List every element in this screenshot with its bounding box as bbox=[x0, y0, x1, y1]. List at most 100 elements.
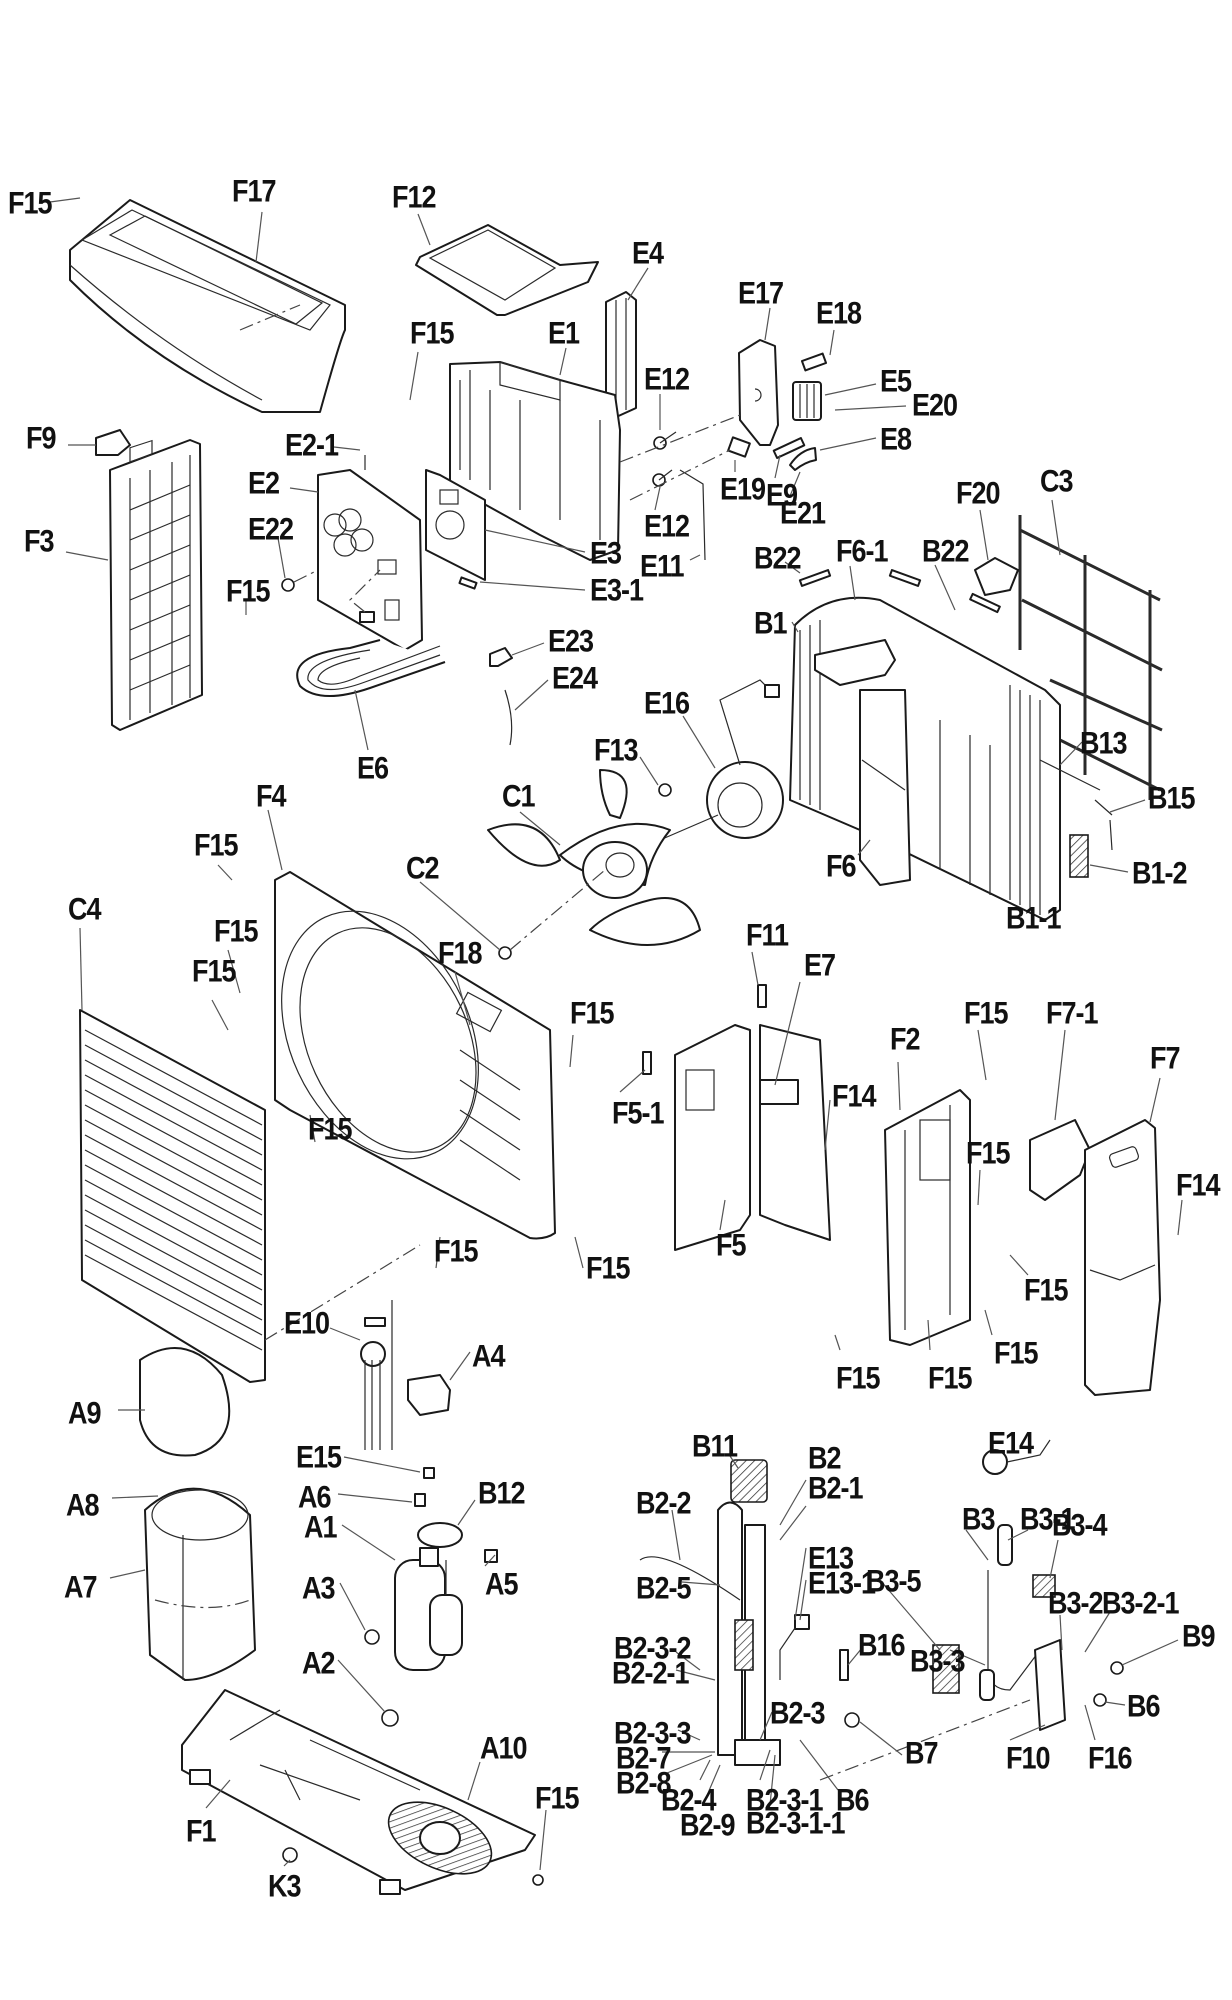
part-label-a6: A6 bbox=[298, 1479, 332, 1515]
part-label-a5: A5 bbox=[485, 1566, 519, 1602]
part-label-f3: F3 bbox=[24, 523, 54, 559]
sub-pcb-part bbox=[425, 469, 486, 581]
four-way-valve-assembly-part bbox=[639, 1459, 810, 1766]
leader-line bbox=[704, 1764, 721, 1801]
leader-line bbox=[277, 537, 286, 579]
leader-line bbox=[435, 1236, 441, 1269]
cap-b12-part bbox=[417, 1522, 463, 1548]
leader-line bbox=[682, 715, 716, 769]
leader-line bbox=[791, 621, 799, 633]
leader-line bbox=[109, 1569, 146, 1579]
part-label-f7: F7 bbox=[1150, 1040, 1180, 1076]
part-label-e14: E14 bbox=[988, 1425, 1034, 1461]
connector-part bbox=[727, 436, 751, 458]
wire-e14-part bbox=[1006, 1439, 1051, 1463]
leader-line bbox=[1089, 864, 1129, 873]
part-label-e5: E5 bbox=[880, 363, 912, 399]
leader-line bbox=[329, 1327, 361, 1341]
leader-line bbox=[217, 864, 233, 881]
part-label-b3: B3 bbox=[962, 1501, 996, 1537]
part-label-f15: F15 bbox=[570, 995, 615, 1031]
valve-cover-part bbox=[1084, 1119, 1161, 1396]
nut-a5-part bbox=[484, 1549, 498, 1563]
leader-line bbox=[824, 1099, 831, 1151]
insulation-b3-5-part bbox=[932, 1644, 960, 1694]
leader-line bbox=[449, 1351, 471, 1381]
part-label-a3: A3 bbox=[302, 1570, 336, 1606]
leader-line bbox=[689, 554, 701, 561]
part-label-e23: E23 bbox=[548, 623, 594, 659]
leader-line bbox=[1059, 1614, 1063, 1651]
leader-line bbox=[619, 1069, 646, 1093]
part-label-a9: A9 bbox=[68, 1395, 102, 1431]
leader-line bbox=[897, 1061, 901, 1111]
leader-line bbox=[977, 1169, 981, 1206]
part-label-f15: F15 bbox=[8, 185, 53, 221]
leader-line bbox=[799, 1579, 807, 1621]
spacer-f5-1-part bbox=[642, 1051, 652, 1075]
part-label-f5: F5 bbox=[716, 1227, 746, 1263]
terminal-cover-a4-part bbox=[407, 1374, 451, 1416]
part-label-b3-1: B3-1 bbox=[1020, 1501, 1076, 1537]
leader-line bbox=[519, 811, 561, 846]
part-label-e13-1: E13-1 bbox=[808, 1565, 876, 1601]
coil-b16-part bbox=[839, 1649, 849, 1681]
leader-line bbox=[205, 1779, 231, 1809]
compressor-part bbox=[394, 1547, 463, 1671]
part-label-b3-3: B3-3 bbox=[910, 1643, 966, 1679]
leader-line bbox=[569, 1034, 574, 1068]
leader-line bbox=[211, 999, 229, 1031]
leader-line bbox=[1049, 1539, 1059, 1579]
wire-b13-part bbox=[1039, 759, 1101, 791]
part-label-b16: B16 bbox=[858, 1627, 906, 1663]
part-label-e2-1: E2-1 bbox=[285, 427, 339, 463]
clip-f9-part bbox=[95, 429, 131, 456]
wire-e24-part bbox=[504, 689, 513, 746]
part-label-e13: E13 bbox=[808, 1540, 854, 1576]
wire-harness-part bbox=[296, 569, 446, 697]
part-label-f18: F18 bbox=[438, 935, 483, 971]
part-label-f15: F15 bbox=[226, 573, 271, 609]
leader-line bbox=[824, 383, 877, 396]
part-label-b2-3-2: B2-3-2 bbox=[614, 1630, 692, 1666]
cable-e11-part bbox=[679, 469, 706, 561]
control-box-part bbox=[449, 361, 621, 561]
part-label-f7-1: F7-1 bbox=[1046, 995, 1099, 1031]
part-label-f15: F15 bbox=[994, 1335, 1039, 1371]
leader-line bbox=[65, 551, 109, 561]
part-label-a10: A10 bbox=[480, 1730, 528, 1766]
nut-b7-part bbox=[844, 1712, 860, 1728]
heatsink-part bbox=[605, 291, 637, 419]
part-label-b13: B13 bbox=[1080, 725, 1128, 761]
leader-line bbox=[764, 307, 771, 341]
part-label-b2-9: B2-9 bbox=[680, 1807, 736, 1843]
screw-f13-part bbox=[658, 783, 672, 797]
leader-line bbox=[417, 213, 431, 246]
control-pcb-part bbox=[317, 469, 423, 651]
part-label-f4: F4 bbox=[256, 778, 286, 814]
leader-line bbox=[847, 1647, 863, 1666]
leader-line bbox=[511, 642, 545, 656]
part-label-f15: F15 bbox=[535, 1780, 580, 1816]
leader-line bbox=[949, 1649, 986, 1666]
part-label-b3-4: B3-4 bbox=[1052, 1507, 1108, 1543]
leader-line bbox=[454, 971, 471, 1026]
leader-line bbox=[729, 1455, 739, 1469]
leader-line bbox=[1059, 741, 1083, 766]
part-label-k3: K3 bbox=[268, 1868, 302, 1904]
leader-line bbox=[539, 1809, 547, 1871]
leader-line bbox=[457, 1499, 476, 1526]
part-label-e12: E12 bbox=[644, 508, 690, 544]
part-label-e3: E3 bbox=[590, 535, 622, 571]
part-label-f11: F11 bbox=[746, 917, 789, 953]
leader-line bbox=[409, 351, 419, 401]
part-label-b2-5: B2-5 bbox=[636, 1570, 692, 1606]
part-label-f20: F20 bbox=[956, 475, 1001, 511]
part-label-b2-2-1: B2-2-1 bbox=[612, 1655, 690, 1691]
leader-line bbox=[283, 1859, 291, 1867]
valve-bracket-f10-part bbox=[1034, 1639, 1066, 1731]
leader-line bbox=[769, 1754, 776, 1806]
leader-line bbox=[879, 1579, 941, 1651]
insulation-b3-4-part bbox=[1032, 1574, 1056, 1598]
bracket-f20-part bbox=[974, 557, 1019, 596]
